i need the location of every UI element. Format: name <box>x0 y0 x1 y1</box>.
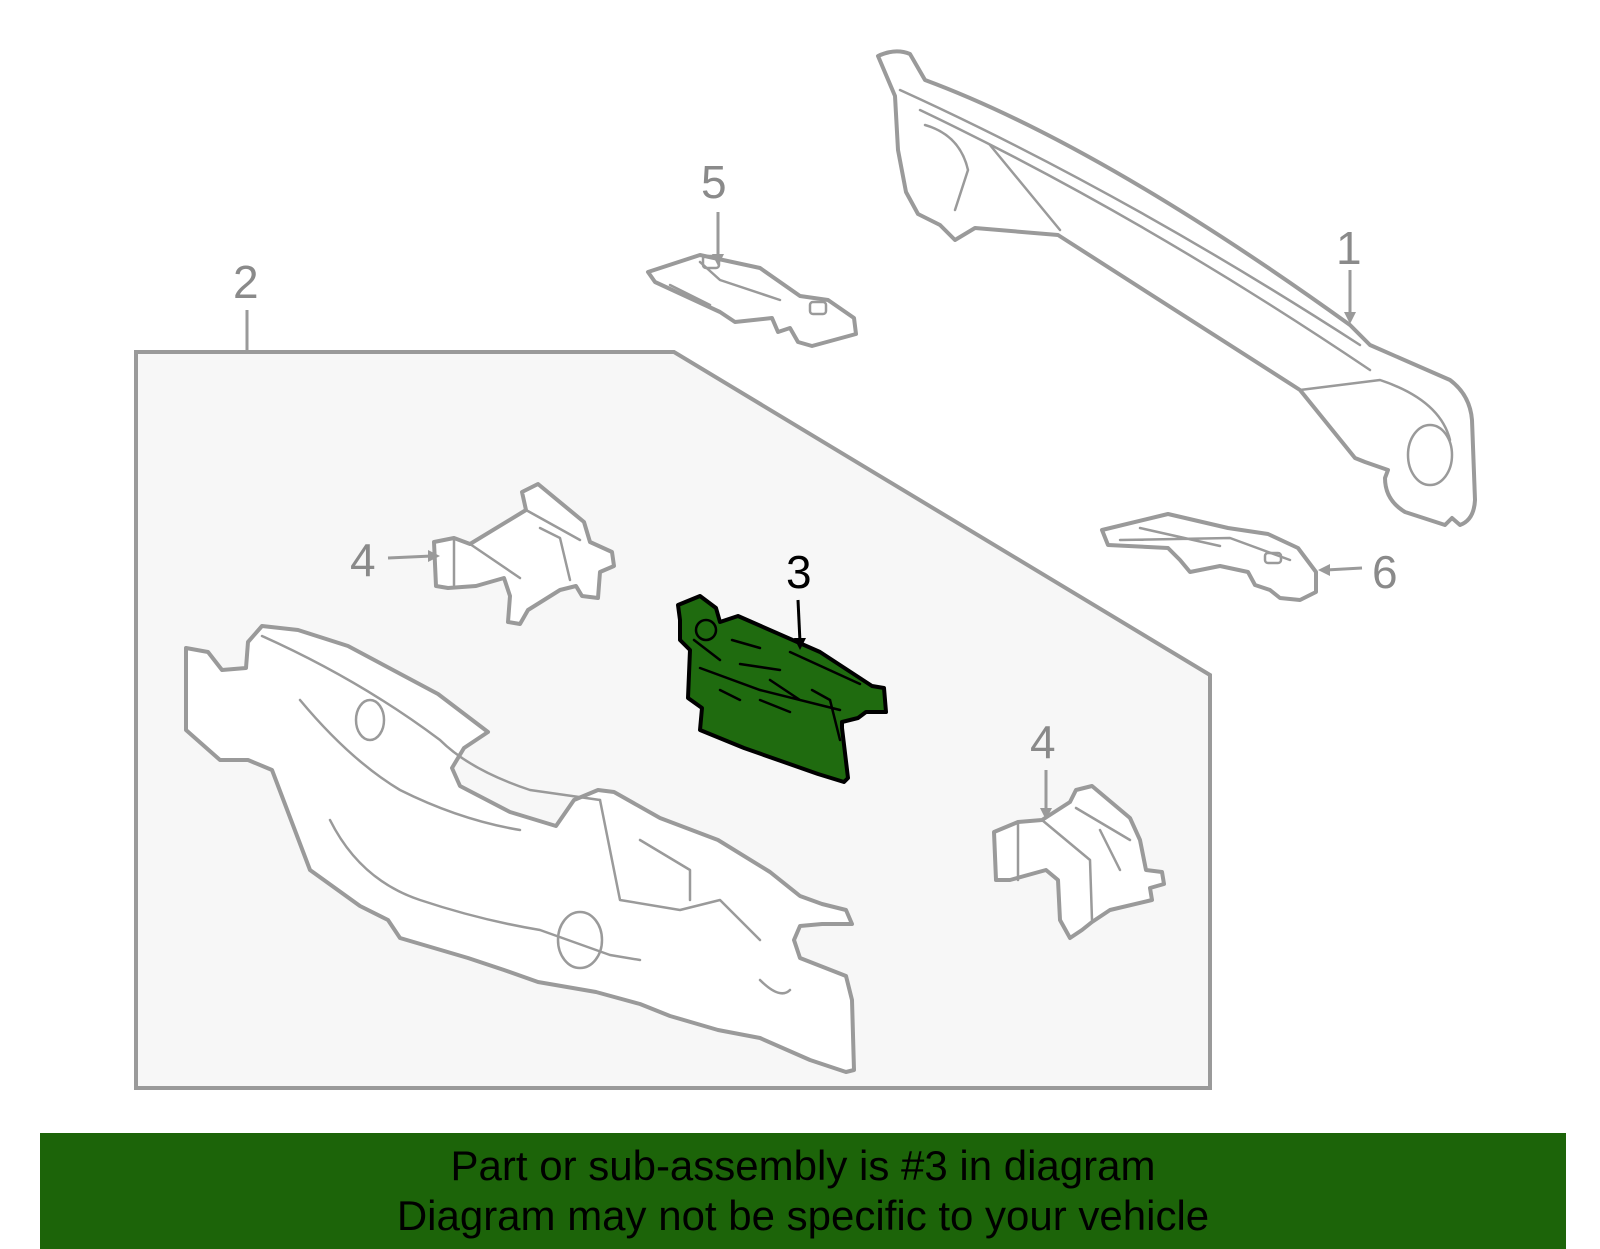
part-1-cross-member[interactable] <box>876 49 1477 527</box>
banner-line-disclaimer: Diagram may not be specific to your vehi… <box>396 1192 1210 1239</box>
part-6-bracket[interactable] <box>1100 512 1318 602</box>
callout-2: 2 <box>233 256 259 308</box>
callout-3: 3 <box>786 546 812 598</box>
banner-line-part: Part or sub-assembly is #3 in diagram <box>450 1142 1156 1189</box>
callout-1: 1 <box>1336 222 1362 274</box>
callout-4-right: 4 <box>1030 716 1056 768</box>
part-4-mount-left[interactable] <box>432 482 616 626</box>
part-4-mount-right[interactable] <box>992 784 1166 940</box>
info-banner: Part or sub-assembly is #3 in diagram Di… <box>40 1133 1566 1249</box>
leader-lines <box>245 212 1363 820</box>
part-3-highlighted[interactable] <box>676 594 888 784</box>
part-2-floor-pan[interactable] <box>184 624 856 1074</box>
callout-6: 6 <box>1372 546 1398 598</box>
part-5-bracket[interactable] <box>646 253 858 348</box>
callout-4-left: 4 <box>350 534 376 586</box>
callout-5: 5 <box>701 156 727 208</box>
